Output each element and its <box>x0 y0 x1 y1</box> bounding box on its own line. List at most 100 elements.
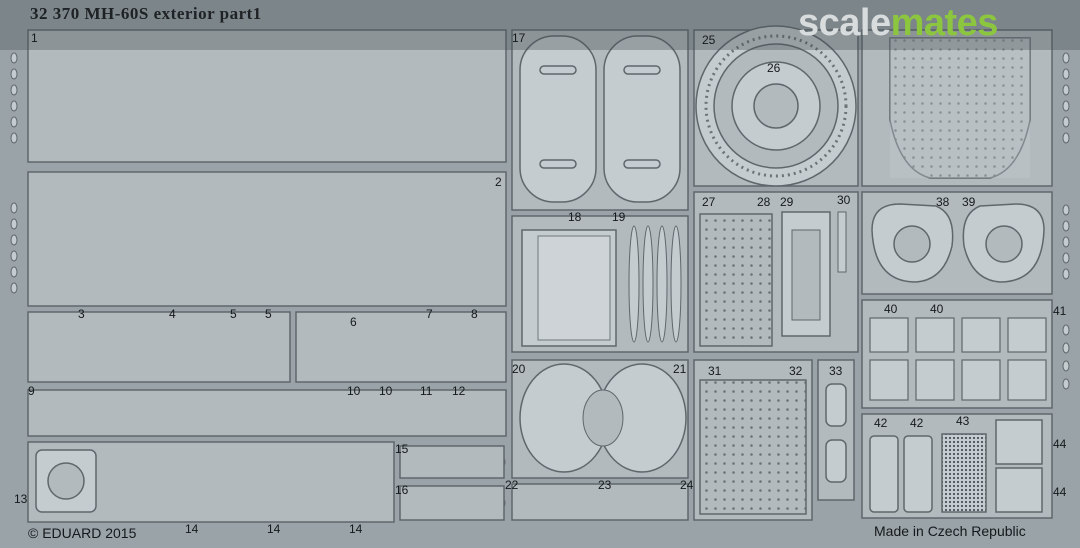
part-number: 11 <box>420 384 433 398</box>
part-number: 31 <box>708 364 722 378</box>
part-number: 5 <box>230 307 237 321</box>
edge-droplet <box>10 234 18 246</box>
fret-title: 32 370 MH-60S exterior part1 <box>30 4 262 23</box>
part-18-inner <box>537 235 611 341</box>
part-number: 22 <box>505 478 519 492</box>
part-top-right-bg <box>890 38 1030 178</box>
part-number: 29 <box>780 195 794 209</box>
panel-16 <box>399 485 505 521</box>
part-29-window <box>791 229 821 321</box>
slot <box>539 65 577 75</box>
part-number: 10 <box>379 384 393 398</box>
scalemates-watermark: scalemates <box>798 4 998 42</box>
part-42-a <box>869 435 899 513</box>
edge-droplet <box>10 266 18 278</box>
edge-droplet <box>1062 236 1070 248</box>
part-40 <box>1007 317 1047 353</box>
edge-droplet <box>1062 268 1070 280</box>
part-number: 30 <box>837 193 851 207</box>
part-33-b <box>825 439 847 483</box>
part-31-32 <box>699 379 807 515</box>
part-44-b <box>995 467 1043 513</box>
part-number: 21 <box>673 362 687 376</box>
part-number: 20 <box>512 362 526 376</box>
edge-droplets <box>10 52 1070 390</box>
part-number: 6 <box>350 315 357 329</box>
part-number: 33 <box>829 364 843 378</box>
part-number: 5 <box>265 307 272 321</box>
part-number: 3 <box>78 307 85 321</box>
panel-22-24 <box>511 483 689 521</box>
edge-droplet <box>1062 68 1070 80</box>
part-number: 25 <box>702 33 716 47</box>
part-number: 44 <box>1053 437 1067 451</box>
part-number: 2 <box>495 175 502 189</box>
edge-droplet <box>10 250 18 262</box>
part-19 <box>628 225 682 343</box>
part-number: 16 <box>395 483 409 497</box>
panel-15 <box>399 445 505 479</box>
header-banner <box>0 0 1080 50</box>
part-number: 38 <box>936 195 950 209</box>
watermark-part2: mates <box>890 2 999 44</box>
part-number: 10 <box>347 384 361 398</box>
part-number: 43 <box>956 414 970 428</box>
part-40 <box>1007 359 1047 401</box>
edge-droplet <box>1062 378 1070 390</box>
part-19-blade <box>628 225 640 343</box>
edge-droplet <box>1062 100 1070 112</box>
part-40 <box>915 359 955 401</box>
part-group-40 <box>869 317 1047 401</box>
slot <box>539 159 577 169</box>
part-19-blade <box>656 225 668 343</box>
part-number: 17 <box>512 31 526 45</box>
part-number: 18 <box>568 210 582 224</box>
edge-droplet <box>1062 342 1070 354</box>
part-number: 23 <box>598 478 612 492</box>
part-25-rivet-ring <box>704 34 848 178</box>
panel-6-8 <box>295 311 507 383</box>
edge-droplet <box>1062 204 1070 216</box>
part-number: 14 <box>267 522 281 536</box>
edge-droplet <box>10 202 18 214</box>
edge-droplet <box>1062 324 1070 336</box>
slot <box>623 159 661 169</box>
part-17-right <box>603 35 681 203</box>
part-number: 27 <box>702 195 716 209</box>
part-number: 26 <box>767 61 781 75</box>
edge-droplet <box>1062 252 1070 264</box>
edge-droplet <box>10 116 18 128</box>
edge-droplet <box>1062 220 1070 232</box>
copyright-label: © EDUARD 2015 <box>28 525 137 541</box>
part-40 <box>961 359 1001 401</box>
edge-droplet <box>1062 360 1070 372</box>
part-38-hole <box>893 225 931 263</box>
part-44-a <box>995 419 1043 465</box>
panel-1 <box>27 29 507 163</box>
part-17-left <box>519 35 597 203</box>
panel-2 <box>27 171 507 307</box>
part-19-blade <box>670 225 682 343</box>
part-33-a <box>825 383 847 427</box>
watermark-part1: scale <box>798 2 891 44</box>
part-number: 42 <box>910 416 924 430</box>
part-number: 40 <box>884 302 898 316</box>
part-43-mesh <box>941 433 987 513</box>
edge-droplet <box>10 52 18 64</box>
part-number: 28 <box>757 195 771 209</box>
part-number: 15 <box>395 442 409 456</box>
part-number: 44 <box>1053 485 1067 499</box>
part-number: 1 <box>31 31 38 45</box>
part-number: 9 <box>28 384 35 398</box>
part-26-hole <box>753 83 799 129</box>
edge-droplet <box>1062 116 1070 128</box>
part-30 <box>837 211 847 273</box>
part-number: 42 <box>874 416 888 430</box>
part-number: 41 <box>1053 304 1067 318</box>
part-40 <box>915 317 955 353</box>
panel-3-8 <box>27 311 291 383</box>
part-number: 24 <box>680 478 694 492</box>
edge-droplet <box>10 132 18 144</box>
part-number: 7 <box>426 307 433 321</box>
